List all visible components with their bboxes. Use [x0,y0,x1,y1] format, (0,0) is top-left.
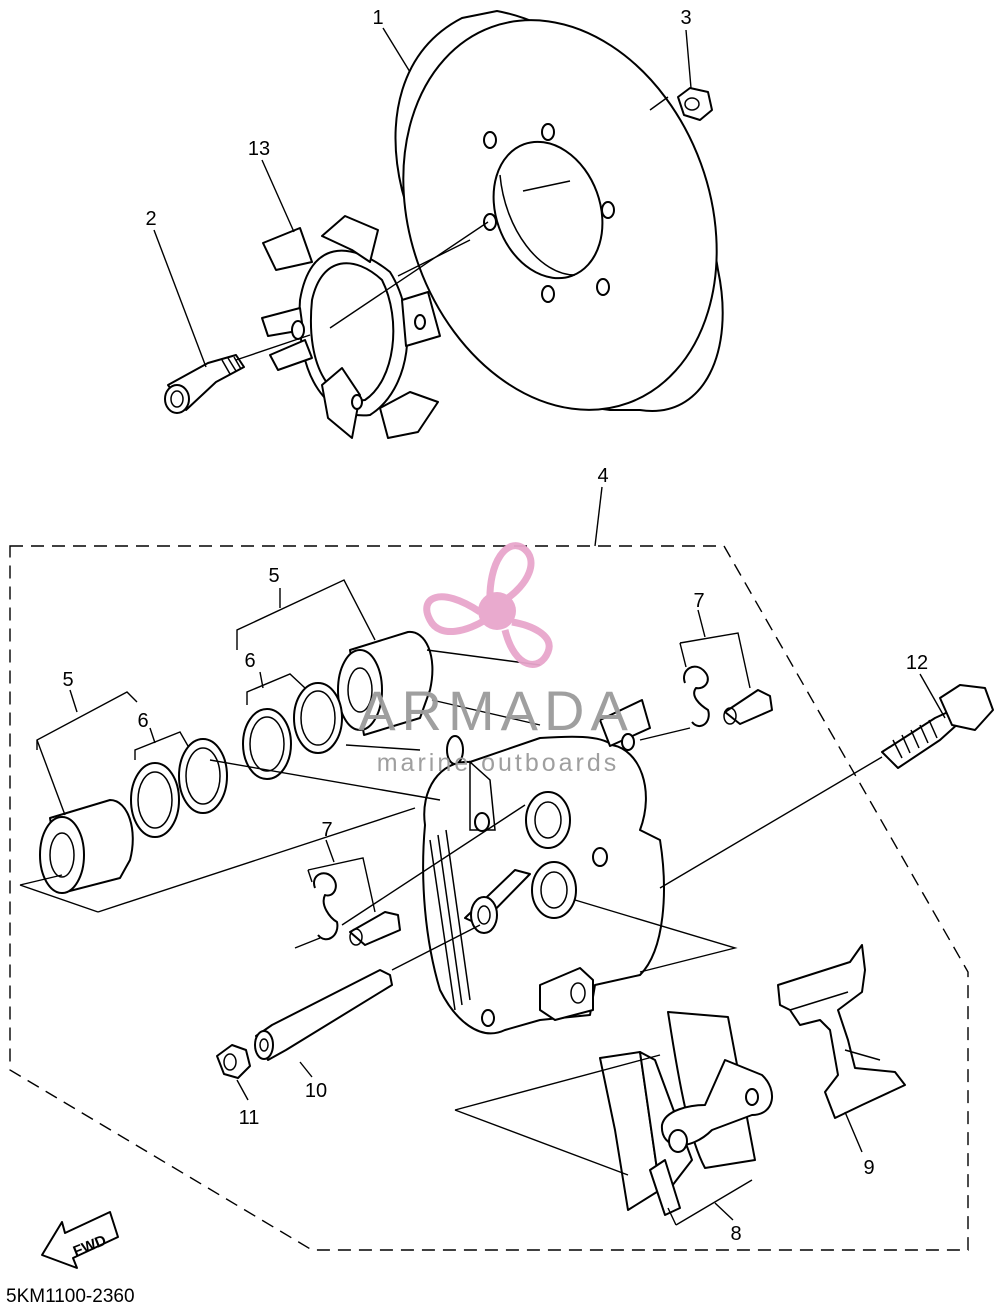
callout-6-upper: 6 [244,650,255,672]
armada-watermark: ARMADA marine outboards [358,542,634,777]
callout-1: 1 [372,7,383,29]
piston-lower [39,799,134,894]
slide-pin [254,969,393,1061]
pad-spring [777,944,906,1119]
callout-7-lower: 7 [321,819,332,841]
callout-3: 3 [680,7,691,29]
piston-seals-upper [242,682,343,780]
callout-4: 4 [597,465,608,487]
callout-6-lower: 6 [137,710,148,732]
callout-11: 11 [239,1107,260,1129]
callout-labels: 1 3 13 2 4 5 6 5 6 7 7 12 10 11 8 9 [62,7,928,1245]
callout-5-lower: 5 [62,669,73,691]
callout-2: 2 [145,208,156,230]
callout-9: 9 [863,1157,874,1179]
bleed-screw-lower [313,872,401,946]
caliper-mount-bolt [881,684,994,769]
caliper-assembly-boundary [9,545,969,1251]
caliper-bracket [261,215,441,439]
callout-13: 13 [248,138,270,160]
leader-lines [19,27,946,1226]
caliper-body [422,699,665,1035]
callout-8: 8 [730,1223,741,1245]
pin-boot [216,1044,251,1079]
disc-nut [677,87,713,121]
piston-upper [337,630,434,736]
callout-7-upper: 7 [693,590,704,612]
brake-disc [394,10,724,412]
piston-seals-lower [130,738,228,838]
fwd-arrow-icon: FWD [41,1211,119,1269]
disc-bolt [164,354,245,414]
watermark-title: ARMADA [358,679,634,742]
callout-5-upper: 5 [268,565,279,587]
diagram-code: 5KM1100-2360 [6,1286,135,1307]
bleed-screw-upper [683,665,773,728]
brake-pads [599,1011,773,1216]
callout-10: 10 [305,1080,327,1102]
callout-12: 12 [906,652,928,674]
propeller-logo-icon [423,542,553,668]
watermark-subtitle: marine outboards [377,749,620,777]
